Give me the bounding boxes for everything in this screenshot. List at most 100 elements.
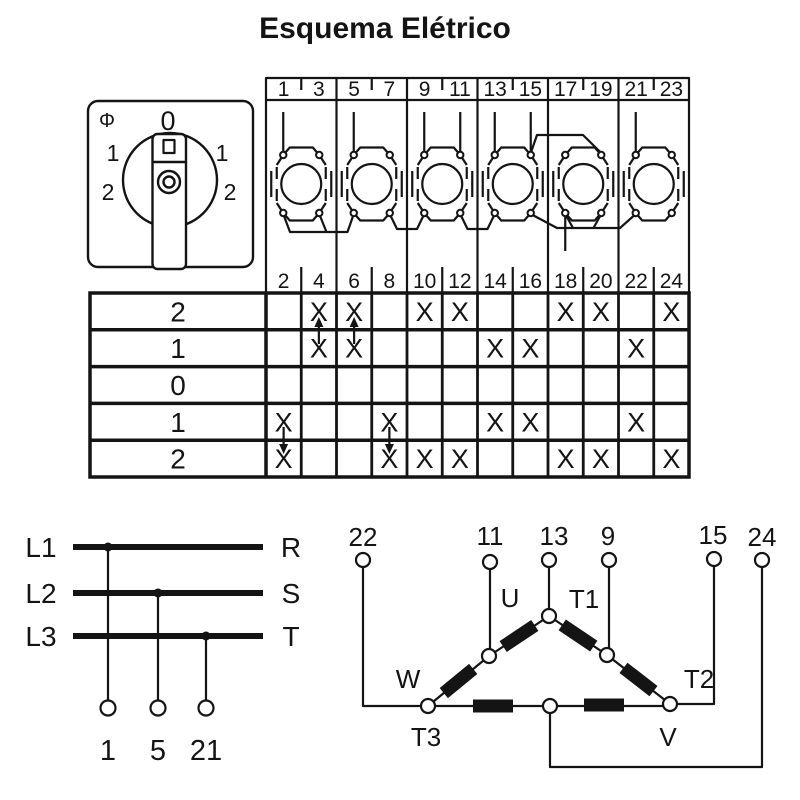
cam-terminal-bottom-16: 16 bbox=[519, 270, 542, 293]
bottom-pair-ticks bbox=[300, 267, 655, 293]
supply-terminal-21-label: 21 bbox=[190, 735, 222, 767]
winding-t1-label: T1 bbox=[569, 584, 599, 614]
contact-mark: X bbox=[557, 444, 575, 474]
table-row-label-2: 0 bbox=[170, 370, 186, 401]
contact-mark: X bbox=[592, 444, 610, 474]
winding-v-label: V bbox=[659, 722, 677, 752]
supply-terminal-circle bbox=[197, 699, 215, 717]
contact-mark: X bbox=[451, 444, 469, 474]
supply-bus-lines bbox=[73, 544, 263, 639]
cam-terminal-top-21: 21 bbox=[624, 78, 647, 101]
phase-t-label: T bbox=[282, 621, 299, 652]
cam-terminal-top-5: 5 bbox=[348, 78, 360, 101]
junction-dot bbox=[103, 542, 113, 552]
arrowhead-down-icon bbox=[384, 444, 394, 454]
cam-terminal-top-15: 15 bbox=[519, 78, 542, 101]
table-row-label-1: 1 bbox=[170, 333, 186, 364]
line-l1-label: L1 bbox=[25, 532, 56, 563]
contact-mark: X bbox=[627, 407, 645, 437]
supply-diagram: L1 L2 L3 R S T 1 5 21 bbox=[25, 532, 301, 767]
cam-terminal-bottom-6: 6 bbox=[348, 270, 360, 293]
phase-r-label: R bbox=[281, 532, 301, 563]
line-l2-label: L2 bbox=[25, 578, 56, 609]
motor-terminal-wires bbox=[361, 566, 764, 769]
cam-terminal-bottom-20: 20 bbox=[589, 270, 612, 293]
handle-pointer-icon bbox=[162, 138, 176, 155]
line-l3-label: L3 bbox=[25, 621, 56, 652]
cam-terminal-bottom-14: 14 bbox=[483, 270, 507, 293]
rotary-pos-1-right-label: 1 bbox=[216, 140, 229, 166]
contact-mark: X bbox=[486, 334, 504, 364]
cam-terminal-top-23: 23 bbox=[660, 78, 683, 101]
motor-terminal-circle bbox=[600, 551, 618, 569]
contact-mark: X bbox=[380, 407, 398, 437]
cam-terminal-bottom-2: 2 bbox=[278, 270, 290, 293]
cam-terminal-bottom-10: 10 bbox=[413, 270, 436, 293]
cam-terminal-top-11: 11 bbox=[449, 78, 471, 101]
table-outer-border bbox=[88, 291, 691, 479]
cam-stage-5 bbox=[552, 146, 615, 222]
handle-screw-icon bbox=[156, 169, 182, 195]
junction-dot bbox=[153, 588, 163, 598]
contact-mark: X bbox=[662, 444, 680, 474]
winding-w bbox=[439, 663, 478, 699]
winding-t1 bbox=[558, 619, 598, 652]
cam-stage-6 bbox=[622, 146, 685, 222]
cam-stage-1 bbox=[270, 146, 333, 222]
rotary-pos-0-label: 0 bbox=[160, 106, 175, 136]
motor-terminal-15-label: 15 bbox=[699, 520, 728, 550]
cam-stage-4 bbox=[481, 146, 544, 222]
table-row-label-4: 2 bbox=[170, 444, 186, 475]
rotary-phi-label: Φ bbox=[99, 110, 115, 132]
switch-handle[interactable] bbox=[151, 132, 188, 271]
motor-terminal-circle bbox=[705, 550, 723, 568]
winding-t2 bbox=[619, 662, 658, 697]
contact-mark: X bbox=[275, 407, 293, 437]
table-row-lines bbox=[90, 328, 689, 442]
motor-terminal-22-label: 22 bbox=[349, 522, 378, 552]
delta-node bbox=[661, 695, 679, 713]
junction-dot bbox=[201, 631, 211, 641]
winding-u-label: U bbox=[501, 583, 520, 613]
contact-mark: X bbox=[451, 297, 469, 327]
contact-mark: X bbox=[416, 444, 434, 474]
contact-mark: X bbox=[662, 297, 680, 327]
delta-node bbox=[598, 646, 616, 664]
motor-terminal-circle bbox=[540, 551, 558, 569]
rotary-switch: Φ 0 1 1 2 2 bbox=[86, 99, 255, 271]
table-column-lines bbox=[299, 293, 656, 477]
motor-terminal-circle bbox=[481, 553, 499, 571]
table-transition-arrows bbox=[279, 317, 394, 454]
motor-terminal-24-label: 24 bbox=[748, 522, 777, 552]
winding-t2-label: T2 bbox=[684, 664, 714, 694]
contact-mark: X bbox=[310, 297, 328, 327]
terminal-stub-wires bbox=[282, 112, 637, 152]
stage-link-wires bbox=[282, 133, 637, 251]
table-row-label-0: 2 bbox=[170, 296, 186, 327]
top-pair-ticks bbox=[300, 78, 655, 90]
winding-u bbox=[499, 620, 539, 652]
contact-mark: X bbox=[627, 334, 645, 364]
motor-terminal-circle bbox=[753, 551, 771, 569]
motor-terminal-circle bbox=[354, 551, 372, 569]
contact-mark: X bbox=[521, 407, 539, 437]
winding-w-label: W bbox=[396, 664, 421, 694]
arrowhead-down-icon bbox=[279, 444, 289, 454]
cam-stage-2 bbox=[340, 146, 403, 222]
cam-terminal-bottom-24: 24 bbox=[660, 270, 684, 293]
supply-terminal-1-label: 1 bbox=[100, 735, 116, 767]
supply-terminal-5-label: 5 bbox=[150, 735, 166, 767]
delta-node bbox=[419, 697, 437, 715]
contact-mark: X bbox=[310, 334, 328, 364]
cam-terminal-top-9: 9 bbox=[419, 78, 431, 101]
winding-t3 bbox=[473, 699, 513, 713]
contact-mark: X bbox=[416, 297, 434, 327]
cam-terminal-bottom-22: 22 bbox=[624, 270, 647, 293]
cam-terminal-top-1: 1 bbox=[278, 78, 290, 101]
